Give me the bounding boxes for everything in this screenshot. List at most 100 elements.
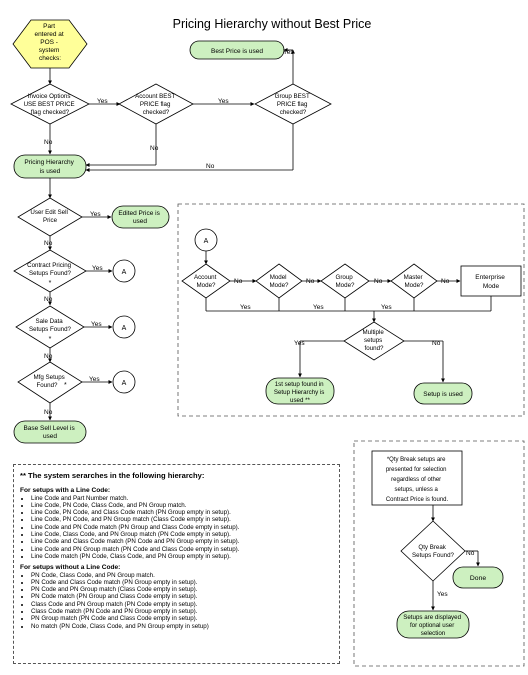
edge-labels: Yes Yes Yes No No No Yes No Yes No Yes N…: [44, 49, 475, 598]
svg-text:Yes: Yes: [240, 304, 251, 311]
svg-text:No: No: [234, 278, 243, 285]
svg-text:Yes: Yes: [313, 304, 324, 311]
svg-text:No: No: [441, 278, 450, 285]
list-item: No match (PN Code, Class Code, and PN Gr…: [31, 623, 333, 630]
qty-break-region: [353, 440, 525, 667]
base-sell-level-node: [13, 420, 87, 444]
svg-text:Yes: Yes: [437, 591, 448, 598]
mfg-setups-decision: [17, 361, 83, 404]
enterprise-mode-node: [460, 265, 522, 297]
svg-text:Yes: Yes: [218, 98, 229, 105]
svg-text:Yes: Yes: [283, 49, 294, 56]
diagram-title: Pricing Hierarchy without Best Price: [173, 17, 372, 31]
svg-text:Enterprise Mode: Enterprise Mode: [475, 274, 506, 290]
qty-break-note: [371, 450, 463, 506]
svg-text:Contract Pricing Setups Fo: Contract Pricing Setups Found?: [27, 262, 73, 277]
start-node: [12, 19, 88, 69]
model-mode-decision: [255, 263, 303, 299]
svg-text:No: No: [44, 139, 53, 146]
svg-text:No: No: [150, 145, 159, 152]
svg-text:1st setup found in Setup H: 1st setup found in Setup Hierarchy is us…: [274, 381, 326, 404]
svg-text:*: *: [49, 336, 52, 343]
list-item: PN Code match (PN Group and Class Code e…: [31, 593, 333, 600]
svg-text:Account Mode?: Account Mode?: [194, 274, 218, 289]
multiple-setups-decision: [343, 321, 405, 361]
setup-used-node: [413, 382, 473, 405]
notes-heading: ** The system serarches in the following…: [20, 471, 205, 480]
svg-text:Multiple setups found?: Multiple setups found?: [362, 329, 385, 352]
svg-text:A: A: [122, 269, 127, 276]
no-line-code-heading: For setups without a Line Code:: [20, 564, 121, 572]
contract-pricing-decision: [13, 249, 87, 293]
svg-text:Group BEST PRICE flag: Group BEST PRICE flag checked?: [275, 93, 312, 116]
list-item: PN Code and PN Group match (Class Code e…: [31, 586, 333, 593]
list-item: Class Code match (PN Code and PN Group e…: [31, 608, 333, 615]
svg-text:A: A: [122, 325, 127, 332]
pricing-hierarchy-node: [13, 154, 87, 179]
list-item: Line Code match (PN Code, Class Code, an…: [31, 553, 333, 560]
list-item: Line Code and Part Number match.: [31, 495, 333, 502]
line-code-list: Line Code and Part Number match. Line Co…: [20, 495, 333, 561]
svg-text:No: No: [44, 240, 53, 247]
svg-text:No: No: [206, 163, 215, 170]
user-edit-decision: [17, 197, 83, 237]
svg-text:Yes: Yes: [91, 321, 102, 328]
start-node-text: Part entered at POS - system checks:: [34, 23, 65, 62]
svg-text:Master Mode?: Master Mode?: [404, 274, 425, 289]
svg-text:A: A: [204, 238, 209, 245]
sale-data-decision: [15, 305, 85, 349]
svg-text:A: A: [122, 380, 127, 387]
list-item: Line Code and PN Group match (PN Code an…: [31, 546, 333, 553]
list-item: Class Code and PN Group match (PN Code e…: [31, 601, 333, 608]
svg-text:*: *: [64, 382, 67, 389]
svg-text:Yes: Yes: [89, 376, 100, 383]
list-item: Line Code, PN Code, and Class Code match…: [31, 509, 333, 516]
svg-text:*Qty Break setups are pres: *Qty Break setups are presented for sele…: [386, 457, 449, 503]
svg-text:Setup is used: Setup is used: [423, 391, 463, 398]
svg-text:No: No: [306, 278, 315, 285]
svg-text:Yes: Yes: [90, 211, 101, 218]
master-mode-decision: [390, 263, 438, 299]
svg-text:No: No: [44, 409, 53, 416]
svg-text:Best Price is used: Best Price is used: [211, 48, 263, 55]
list-item: Line Code, Class Code, and PN Group matc…: [31, 531, 333, 538]
mode-region: [177, 203, 525, 417]
svg-text:Setups are displayed for o: Setups are displayed for optional user s…: [403, 614, 463, 637]
line-code-heading: For setups with a Line Code:: [20, 487, 111, 495]
list-item: Line Code, PN Code, Class Code, and PN G…: [31, 502, 333, 509]
svg-text:Group Mode?: Group Mode?: [336, 274, 355, 289]
no-line-code-list: PN Code, Class Code, and PN Group match.…: [20, 572, 333, 630]
connectors: [48, 48, 492, 611]
connector-a-contract: [112, 259, 136, 283]
svg-text:Invoice Options USE BEST P: Invoice Options USE BEST PRICE flag chec…: [24, 93, 77, 116]
list-item: Line Code and Class Code match (PN Code …: [31, 538, 333, 545]
svg-text:Sale Data Setups Found?: Sale Data Setups Found?: [29, 318, 72, 333]
svg-text:Yes: Yes: [294, 340, 305, 347]
best-price-used-node: [189, 40, 285, 60]
svg-text:No: No: [466, 550, 475, 557]
svg-text:Yes: Yes: [92, 265, 103, 272]
svg-text:Model Mode?: Model Mode?: [270, 274, 289, 289]
svg-text:No: No: [44, 353, 53, 360]
connector-a-mfg: [112, 370, 136, 394]
invoice-options-decision: [10, 83, 90, 125]
svg-text:*: *: [49, 280, 52, 287]
done-node: [452, 566, 504, 589]
svg-text:No: No: [374, 278, 383, 285]
svg-text:Edited Price is used: Edited Price is used: [118, 210, 161, 225]
svg-text:Yes: Yes: [97, 98, 108, 105]
svg-text:Base Sell Level is used: Base Sell Level is used: [23, 425, 76, 440]
connector-a-circles: [112, 228, 218, 394]
svg-text:Qty Break Setups Found?: Qty Break Setups Found?: [412, 544, 455, 559]
list-item: PN Code, Class Code, and PN Group match.: [31, 572, 333, 579]
list-item: Line Code and PN Code match (PN Group an…: [31, 524, 333, 531]
list-item: PN Group match (PN Code and Class Code e…: [31, 615, 333, 622]
list-item: PN Code and Class Code match (PN Group e…: [31, 579, 333, 586]
svg-text:Mfg Setups Found?: Mfg Setups Found?: [33, 374, 66, 389]
setups-displayed-node: [396, 610, 470, 639]
connector-a-sale: [112, 315, 136, 339]
edited-price-node: [111, 205, 170, 229]
svg-text:User Edit Sell Price: User Edit Sell Price: [30, 209, 69, 224]
svg-text:Pricing Hierarchy is used: Pricing Hierarchy is used: [24, 159, 75, 175]
